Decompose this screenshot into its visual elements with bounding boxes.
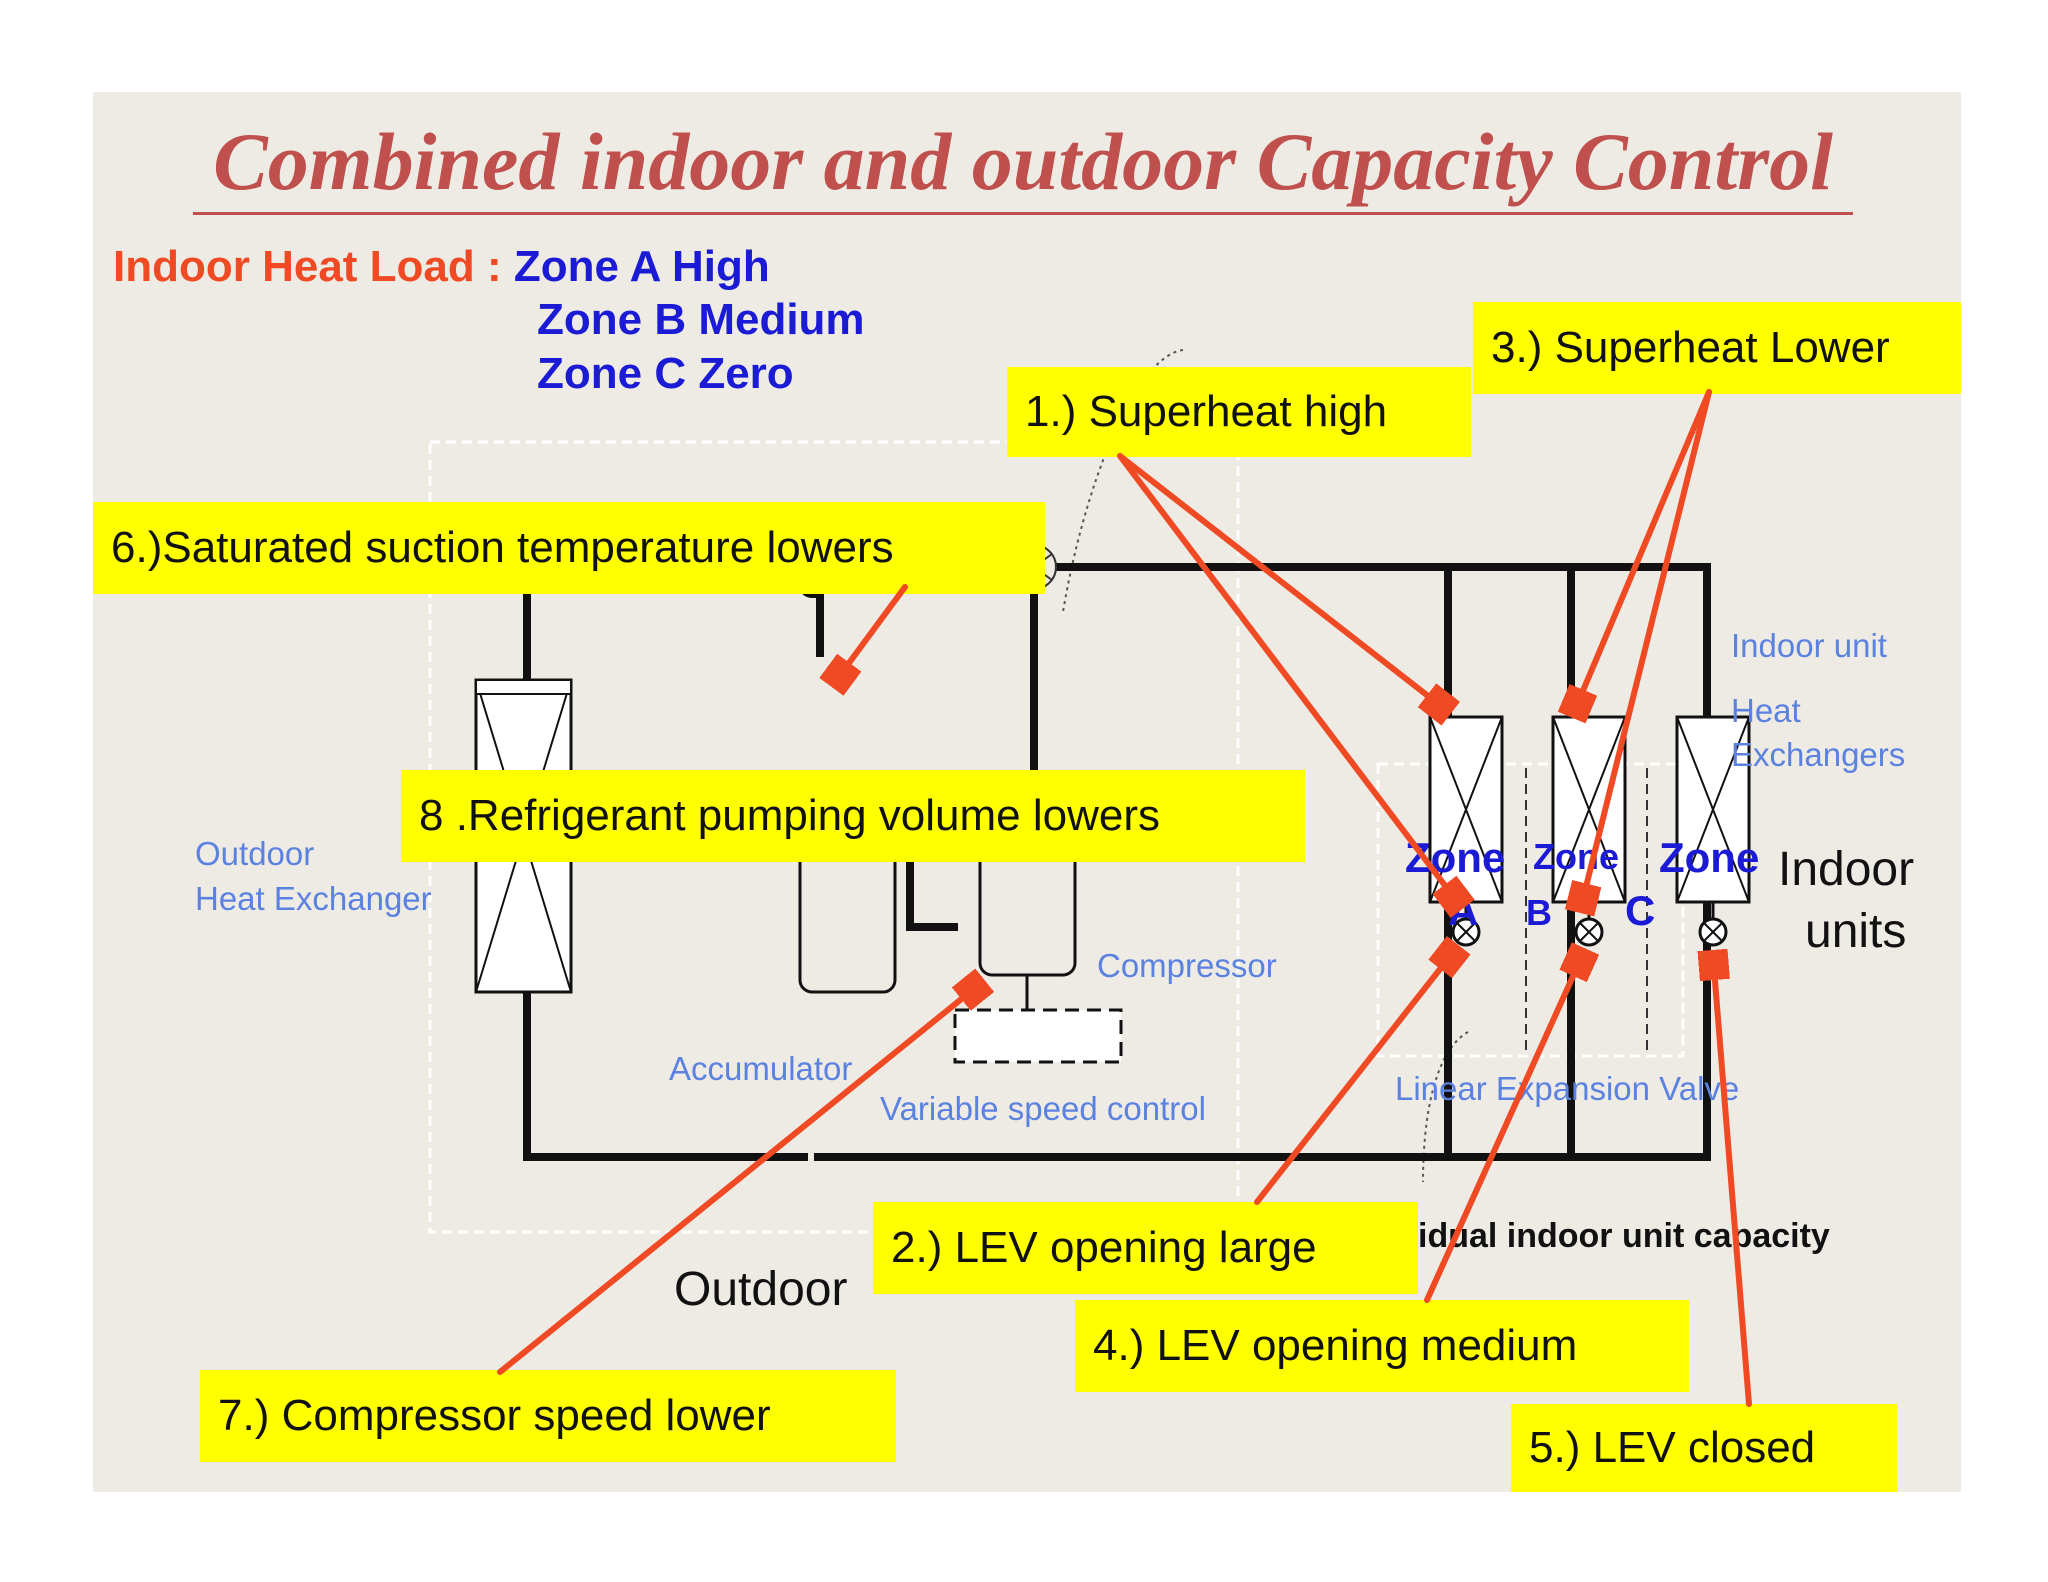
callout-5-text: 5.) LEV closed xyxy=(1529,1423,1816,1472)
slide: Combined indoor and outdoor Capacity Con… xyxy=(93,92,1961,1492)
callout-saturated-suction: 6.)Saturated suction temperature lowers xyxy=(93,502,1045,594)
indoor-unit-label: Indoor unit xyxy=(1731,627,1887,664)
outdoor-hx-label-1: Outdoor xyxy=(195,835,315,872)
callout-7-text: 7.) Compressor speed lower xyxy=(218,1391,771,1440)
zone-load-c: Zone C Zero xyxy=(537,349,794,398)
heat-label: Heat xyxy=(1731,692,1801,729)
exchangers-label: Exchangers xyxy=(1731,736,1906,773)
page-title: Combined indoor and outdoor Capacity Con… xyxy=(193,114,1853,215)
zone-a-tag: Zone xyxy=(1405,834,1506,881)
indoor-units-label-1: Indoor xyxy=(1778,843,1915,896)
zone-a-letter: A xyxy=(1448,887,1479,934)
callout-superheat-high: 1.) Superheat high xyxy=(1007,367,1471,457)
callout-8-text: 8 .Refrigerant pumping volume lowers xyxy=(419,791,1161,840)
zone-c-tag: Zone xyxy=(1659,834,1760,881)
accumulator-label: Accumulator xyxy=(669,1050,853,1087)
capacity-label: idual indoor unit capacity xyxy=(1418,1217,1830,1255)
lev-valve-b xyxy=(1574,902,1604,947)
callout-1-text: 1.) Superheat high xyxy=(1025,387,1388,436)
outdoor-hx-label-2: Heat Exchanger xyxy=(195,880,432,917)
heat-load-label: Indoor Heat Load : Zone A High xyxy=(113,242,770,292)
zone-b-letter: B xyxy=(1526,892,1552,933)
variable-speed-control-box xyxy=(953,1008,1123,1064)
lev-valve-c xyxy=(1698,902,1728,947)
indoor-units-label-2: units xyxy=(1805,905,1907,958)
callout-2-text: 2.) LEV opening large xyxy=(891,1223,1317,1272)
callout-3-text: 3.) Superheat Lower xyxy=(1491,323,1890,372)
callout-lev-large: 2.) LEV opening large xyxy=(873,1202,1418,1294)
callout-compressor-speed: 7.) Compressor speed lower xyxy=(200,1370,896,1462)
lev-label: Linear Expansion Valve xyxy=(1395,1070,1740,1107)
callout-superheat-lower: 3.) Superheat Lower xyxy=(1473,302,1961,394)
heat-load-caption: Indoor Heat Load : xyxy=(113,242,514,291)
variable-speed-label: Variable speed control xyxy=(880,1090,1206,1127)
callout-lev-medium: 4.) LEV opening medium xyxy=(1075,1300,1689,1392)
callout-4-text: 4.) LEV opening medium xyxy=(1093,1321,1578,1370)
callout-6-text: 6.)Saturated suction temperature lowers xyxy=(111,523,894,572)
outdoor-label: Outdoor xyxy=(674,1263,848,1316)
callout-pumping-volume: 8 .Refrigerant pumping volume lowers xyxy=(401,770,1305,862)
callout-lev-closed: 5.) LEV closed xyxy=(1511,1404,1897,1492)
zone-b-tag: Zone xyxy=(1533,836,1619,877)
zone-load-b: Zone B Medium xyxy=(537,295,865,344)
zone-load-a: Zone A High xyxy=(513,242,770,291)
zone-c-letter: C xyxy=(1625,887,1656,934)
compressor-label: Compressor xyxy=(1097,947,1277,984)
indoor-unit-frame xyxy=(1376,762,1685,1058)
